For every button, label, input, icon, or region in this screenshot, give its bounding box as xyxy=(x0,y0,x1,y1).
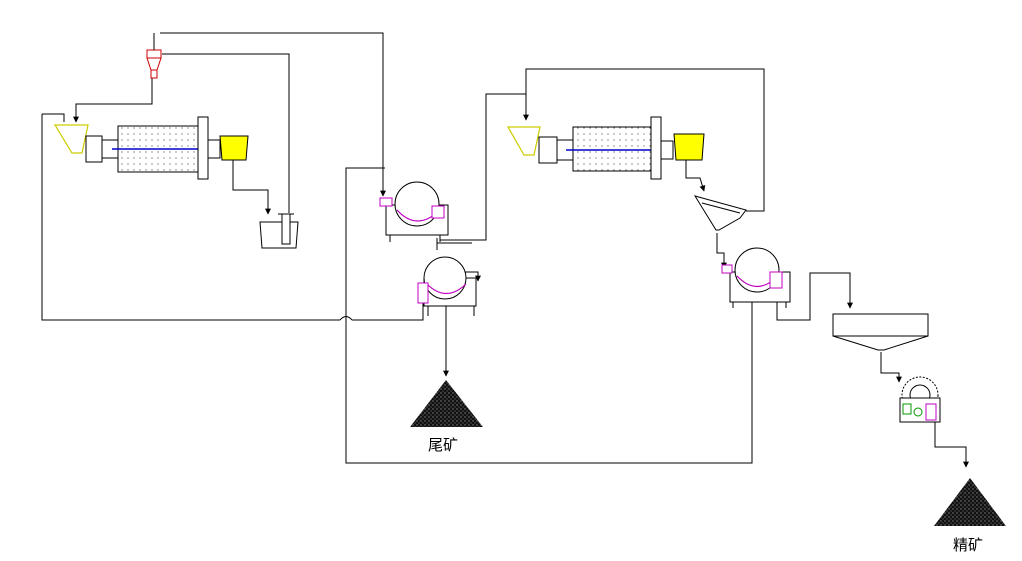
classifier-hopper-icon xyxy=(693,195,747,231)
ball-mill-2-icon xyxy=(506,116,705,180)
concentrate-label: 精矿 xyxy=(953,536,984,554)
tailings-label: 尾矿 xyxy=(428,436,459,454)
concentrate-pile-icon xyxy=(934,478,1006,526)
flow-lines xyxy=(41,32,969,468)
tailings-pile-icon xyxy=(410,380,483,427)
hydrocyclone-icon xyxy=(146,33,162,79)
magnetic-separator-2-icon xyxy=(417,256,477,316)
disc-filter-icon xyxy=(899,376,941,423)
magnetic-separator-1-icon xyxy=(379,181,449,242)
magnetic-separator-3-icon xyxy=(721,247,791,308)
thickener-icon xyxy=(832,313,929,351)
pump-icon xyxy=(259,213,299,249)
ball-mill-1-icon xyxy=(53,116,249,180)
